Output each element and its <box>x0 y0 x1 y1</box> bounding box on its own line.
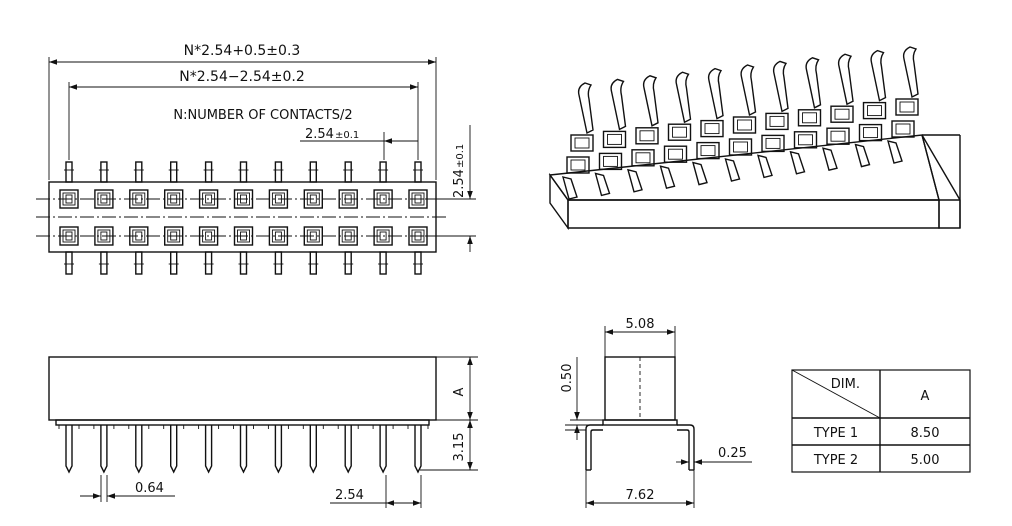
iso-contact <box>627 75 659 193</box>
table-row-type1-value: 8.50 <box>911 426 940 441</box>
top-pin-pair <box>129 161 149 275</box>
body-width-dim: 5.08 <box>626 317 655 332</box>
iso-contact <box>822 53 854 172</box>
side-pin <box>128 425 150 474</box>
table-row-type1-label: TYPE 1 <box>813 426 858 441</box>
tail-length-dim: 3.15 <box>452 433 467 462</box>
side-pin <box>267 425 289 474</box>
side-pin <box>93 425 115 474</box>
side-pin <box>337 425 359 474</box>
table-header-dim: DIM. <box>831 377 860 392</box>
side-pin <box>372 425 394 474</box>
top-pin-pair <box>59 161 79 275</box>
contacts-note: N:NUMBER OF CONTACTS/2 <box>173 108 352 123</box>
iso-contact <box>724 64 757 182</box>
table-row-type2-label: TYPE 2 <box>813 453 858 468</box>
top-pin-pair <box>408 161 428 275</box>
iso-contact <box>562 82 594 200</box>
side-view: A 3.15 0.64 2.54 <box>48 356 478 508</box>
table-header-a: A <box>921 389 930 404</box>
isometric-view <box>548 46 961 231</box>
top-pin-pair <box>373 161 393 275</box>
side-pin <box>198 425 220 474</box>
iso-contact <box>854 49 887 168</box>
iso-contact <box>789 57 822 175</box>
table-row-type2-value: 5.00 <box>911 453 940 468</box>
side-pin <box>407 425 429 474</box>
height-label-a: A <box>452 387 467 396</box>
iso-contact <box>594 78 627 197</box>
iso-contact <box>692 67 724 186</box>
pin-thickness-dim: 0.25 <box>718 446 747 461</box>
iso-contact <box>659 71 692 190</box>
end-view: 5.08 0.50 0.25 7.62 <box>560 317 752 508</box>
top-view-pins <box>59 161 428 275</box>
top-pin-pair <box>163 161 184 275</box>
row-pitch-dim: 2.54±0.1 <box>452 144 467 198</box>
top-pin-pair <box>303 161 323 275</box>
pitch-dim: 2.54±0.1 <box>305 127 359 142</box>
iso-contact <box>757 60 789 179</box>
row-spacing-dim: 7.62 <box>626 488 655 503</box>
top-pin-pair <box>233 161 254 275</box>
side-pin <box>302 425 324 474</box>
side-pin <box>58 425 80 474</box>
top-pin-pair <box>338 161 358 275</box>
pin-span-dim: N*2.54−2.54±0.2 <box>179 69 305 85</box>
top-pin-pair <box>94 161 114 275</box>
side-pitch-dim: 2.54 <box>335 488 364 503</box>
top-pin-pair <box>268 161 289 275</box>
dim-table: DIM. A TYPE 1 8.50 TYPE 2 5.00 <box>791 369 971 473</box>
isometric-pins <box>562 46 919 200</box>
top-pin-pair <box>198 161 219 275</box>
side-pin <box>163 425 185 474</box>
side-pin <box>233 425 254 474</box>
overall-length-dim: N*2.54+0.5±0.3 <box>184 43 301 59</box>
pin-width-dim: 0.64 <box>135 481 164 496</box>
standoff-dim: 0.50 <box>560 364 575 393</box>
top-view: N*2.54+0.5±0.3 N*2.54−2.54±0.2 N:NUMBER … <box>36 43 476 275</box>
iso-contact <box>887 46 919 164</box>
side-view-pins <box>58 425 429 474</box>
